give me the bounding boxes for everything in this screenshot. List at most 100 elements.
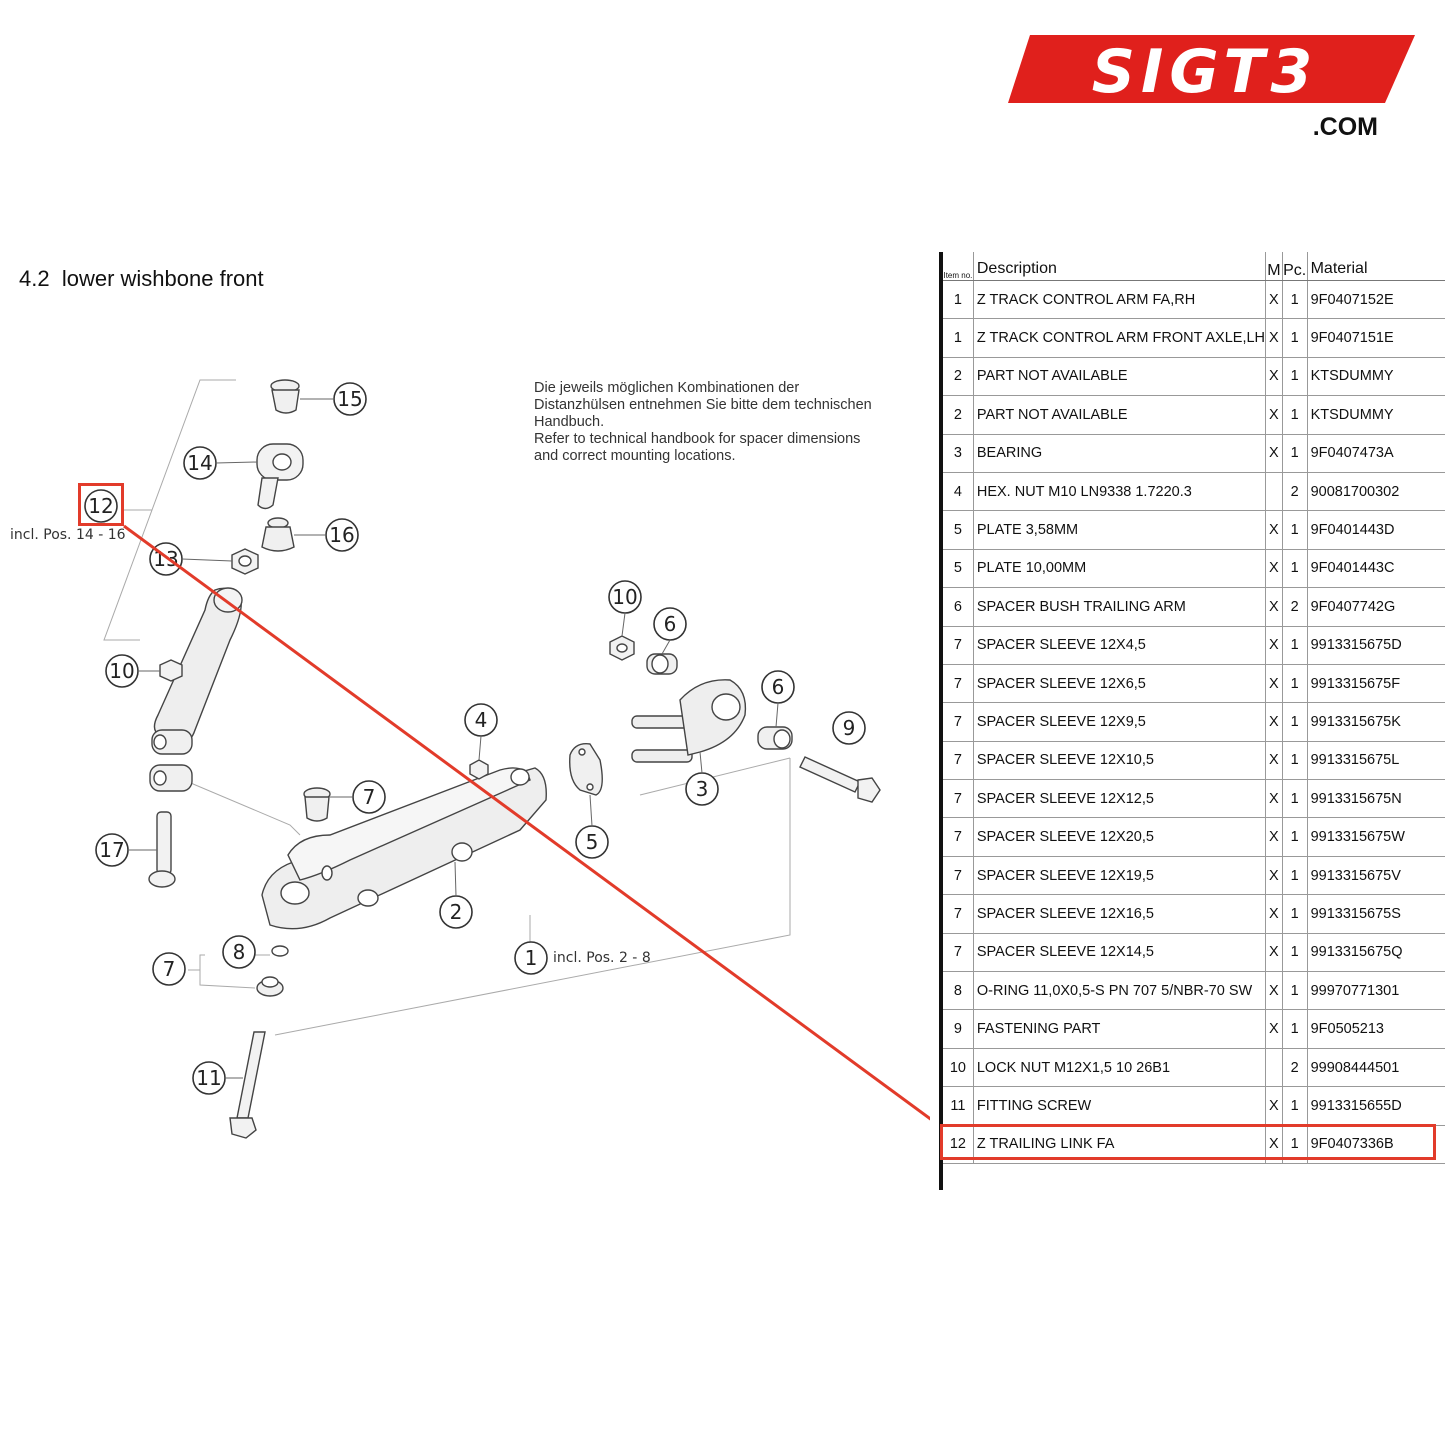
cell-pc: 1 (1282, 510, 1308, 550)
cell-pc: 2 (1282, 1048, 1308, 1088)
cell-item: 7 (938, 702, 974, 742)
cell-pc: 1 (1282, 1086, 1308, 1126)
note-line: Die jeweils möglichen Kombinationen der (534, 380, 800, 396)
cell-material: 9913315675K (1307, 702, 1445, 742)
cell-description: PLATE 10,00MM (973, 549, 1267, 589)
cell-m: X (1265, 702, 1283, 742)
callout-16: 16 (329, 523, 354, 547)
cell-description: PLATE 3,58MM (973, 510, 1267, 550)
cell-m: X (1265, 434, 1283, 473)
cell-m: X (1265, 318, 1283, 358)
callout-5: 5 (586, 830, 599, 854)
spacer-bush-6-left (646, 653, 678, 675)
cell-description: SPACER SLEEVE 12X4,5 (973, 626, 1267, 665)
cell-m: X (1265, 894, 1283, 934)
header-m: M (1265, 252, 1283, 281)
cell-description: SPACER SLEEVE 12X16,5 (973, 894, 1267, 934)
header-pc: Pc. (1282, 252, 1308, 281)
callout-2: 2 (450, 900, 463, 924)
bolt-17 (148, 811, 176, 888)
cell-m: X (1265, 1125, 1283, 1164)
header-item-no: Item no. (938, 252, 974, 281)
cell-pc: 1 (1282, 434, 1308, 473)
callout-12-highlight (78, 483, 124, 526)
highlight-connector (123, 524, 930, 1121)
callout-12: 12 (88, 494, 113, 518)
cell-m: X (1265, 856, 1283, 896)
callout-6: 6 (664, 612, 677, 636)
cell-pc: 1 (1282, 357, 1308, 397)
cell-item: 11 (938, 1086, 974, 1126)
cell-item: 7 (938, 626, 974, 665)
cell-material: 9913315655D (1307, 1086, 1445, 1126)
cell-description: SPACER SLEEVE 12X10,5 (973, 741, 1267, 781)
cell-m: X (1265, 587, 1283, 627)
cell-item: 5 (938, 510, 974, 550)
cell-item: 7 (938, 664, 974, 704)
cell-material: 9913315675N (1307, 779, 1445, 819)
cell-description: SPACER BUSH TRAILING ARM (973, 587, 1267, 627)
row-12-highlight (940, 1124, 1436, 1160)
cell-description: HEX. NUT M10 LN9338 1.7220.3 (973, 472, 1267, 512)
cell-material: 9F0401443C (1307, 549, 1445, 589)
cell-description: SPACER SLEEVE 12X9,5 (973, 702, 1267, 742)
trailing-link (149, 587, 243, 792)
table-header-row: Item no. Description M Pc. Material (938, 252, 1445, 281)
cell-pc: 1 (1282, 664, 1308, 704)
cell-m: X (1265, 1086, 1283, 1126)
exploded-diagram: 15 14 12 16 13 10 17 10 6 6 9 4 3 5 7 2 … (10, 379, 930, 1139)
cell-material: 9F0407152E (1307, 280, 1445, 320)
cell-m: X (1265, 395, 1283, 435)
cell-pc: 2 (1282, 587, 1308, 627)
cell-pc: 1 (1282, 318, 1308, 358)
cell-material: 90081700302 (1307, 472, 1445, 512)
callout-circle (514, 941, 548, 975)
lock-nut-10-left (159, 659, 183, 682)
cell-m: X (1265, 357, 1283, 397)
lock-nut-10-right (609, 635, 635, 661)
cell-m: X (1265, 1009, 1283, 1049)
callout-7: 7 (363, 785, 376, 809)
cell-item: 2 (938, 357, 974, 397)
callout-4: 4 (475, 708, 488, 732)
cell-description: LOCK NUT M12X1,5 10 26B1 (973, 1048, 1267, 1088)
cell-material: 9913315675F (1307, 664, 1445, 704)
logo-banner (1008, 35, 1415, 103)
cell-material: 9913315675Q (1307, 933, 1445, 973)
section-title: 4.2 lower wishbone front (19, 266, 264, 292)
callouts (84, 382, 866, 1095)
cell-item: 10 (938, 1048, 974, 1088)
cell-item: 8 (938, 971, 974, 1011)
cell-pc: 1 (1282, 280, 1308, 320)
cell-material: 9913315675V (1307, 856, 1445, 896)
bush-cap-16 (261, 517, 295, 552)
cell-description: SPACER SLEEVE 12X6,5 (973, 664, 1267, 704)
plate-5 (569, 743, 603, 796)
cell-description: O-RING 11,0X0,5-S PN 707 5/NBR-70 SW (973, 971, 1267, 1011)
cell-pc: 1 (1282, 626, 1308, 665)
cell-pc: 1 (1282, 779, 1308, 819)
hex-nut-13 (231, 548, 259, 575)
o-ring-8 (271, 945, 289, 957)
cell-pc: 1 (1282, 741, 1308, 781)
cell-item: 1 (938, 280, 974, 320)
table-border-tail (939, 1160, 943, 1190)
cell-description: SPACER SLEEVE 12X14,5 (973, 933, 1267, 973)
logo-text: SIGT3 (1092, 37, 1318, 107)
cell-pc: 1 (1282, 549, 1308, 589)
cell-m: X (1265, 933, 1283, 973)
note-line: Handbuch. (534, 414, 605, 430)
